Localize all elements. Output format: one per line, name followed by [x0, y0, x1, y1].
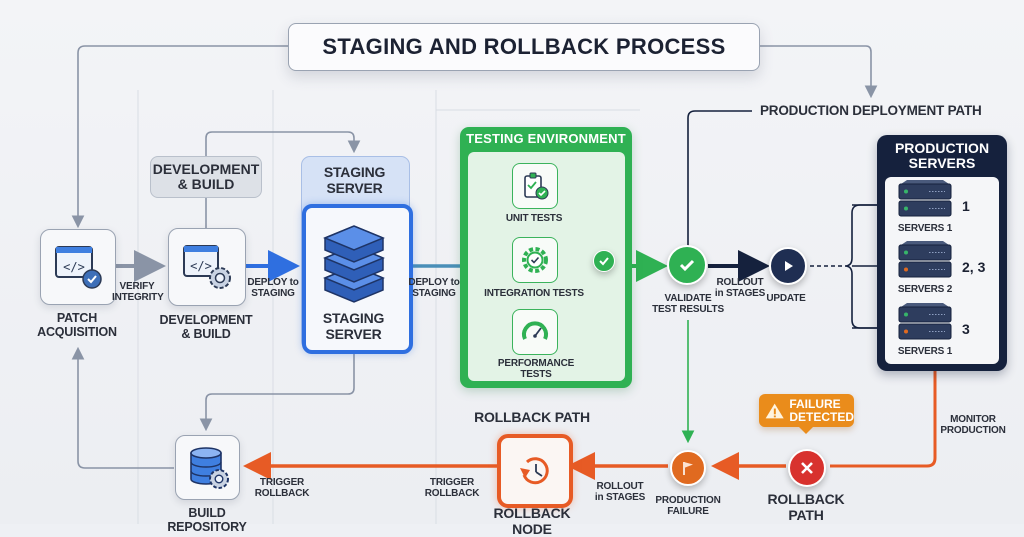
production-server-item[interactable]	[897, 303, 953, 341]
development-build-label: DEVELOPMENT& BUILD	[159, 313, 253, 341]
rollout-stage-number: 2, 3	[962, 259, 986, 275]
testing-environment-title: TESTING ENVIRONMENT	[466, 131, 626, 146]
production-path-label: PRODUCTION DEPLOYMENT PATH	[760, 103, 982, 118]
code-window-check-icon: </>	[55, 246, 102, 289]
server-icon	[898, 303, 952, 340]
svg-text:</>: </>	[63, 260, 85, 274]
integration-tests-label: INTEGRATION TESTS	[484, 288, 584, 299]
dev-to-staging-header-connector	[205, 131, 361, 156]
server-icon	[898, 180, 952, 217]
production-server-item[interactable]	[897, 180, 953, 218]
update-node[interactable]	[769, 247, 807, 285]
x-icon	[801, 462, 813, 474]
integration-tests-node[interactable]	[512, 237, 558, 283]
server-brace	[844, 204, 892, 329]
monitor-production-line	[830, 371, 937, 468]
rollout-stage-number: 1	[962, 198, 970, 214]
history-icon	[520, 457, 549, 485]
development-build-node[interactable]: </>	[168, 228, 246, 306]
rollout-stage-number: 3	[962, 321, 970, 337]
title-to-production-connector	[758, 45, 878, 99]
development-build-header: DEVELOPMENT& BUILD	[150, 156, 262, 198]
gauge-icon	[522, 321, 548, 340]
production-server-label: SERVERS 2	[897, 284, 953, 295]
production-path-connector	[687, 110, 752, 246]
patch-acquisition-node[interactable]: </>	[40, 229, 116, 305]
rollback-path-title: ROLLBACK PATH	[474, 409, 590, 425]
production-server-label: SERVERS 1	[897, 223, 953, 234]
code-window-gear-icon: </>	[183, 245, 231, 289]
check-icon	[679, 259, 695, 272]
column-guides	[137, 90, 640, 524]
server-stack-icon	[323, 225, 385, 303]
performance-tests-node[interactable]	[512, 309, 558, 355]
gear-check-icon	[522, 247, 548, 273]
title-text: STAGING AND ROLLBACK PROCESS	[322, 34, 726, 59]
rollback-path-node[interactable]	[788, 449, 826, 487]
rollback-node[interactable]	[497, 434, 573, 508]
production-failure-node[interactable]	[670, 450, 706, 486]
title-to-patch-connector	[71, 45, 288, 229]
server-icon	[898, 241, 952, 278]
database-gear-icon	[189, 446, 229, 489]
production-server-label: SERVERS 1	[897, 346, 953, 357]
play-icon	[785, 261, 793, 271]
flag-icon	[683, 462, 693, 475]
unit-tests-label: UNIT TESTS	[505, 213, 563, 224]
rollback-node-label: ROLLBACK NODE	[493, 505, 571, 537]
unit-tests-node[interactable]	[512, 163, 558, 209]
staging-to-repo-connector	[199, 348, 355, 432]
tests-merge-check-icon	[593, 250, 615, 272]
production-server-item[interactable]	[897, 241, 953, 279]
build-repository-node[interactable]	[175, 435, 240, 500]
clipboard-check-icon	[524, 172, 549, 200]
validate-test-results-node[interactable]	[667, 245, 707, 285]
repo-to-patch-connector	[71, 346, 174, 469]
diagram-title: STAGING AND ROLLBACK PROCESS	[288, 23, 760, 71]
svg-text:</>: </>	[190, 259, 212, 273]
update-label: UPDATE	[766, 293, 806, 304]
warning-icon	[765, 403, 784, 418]
